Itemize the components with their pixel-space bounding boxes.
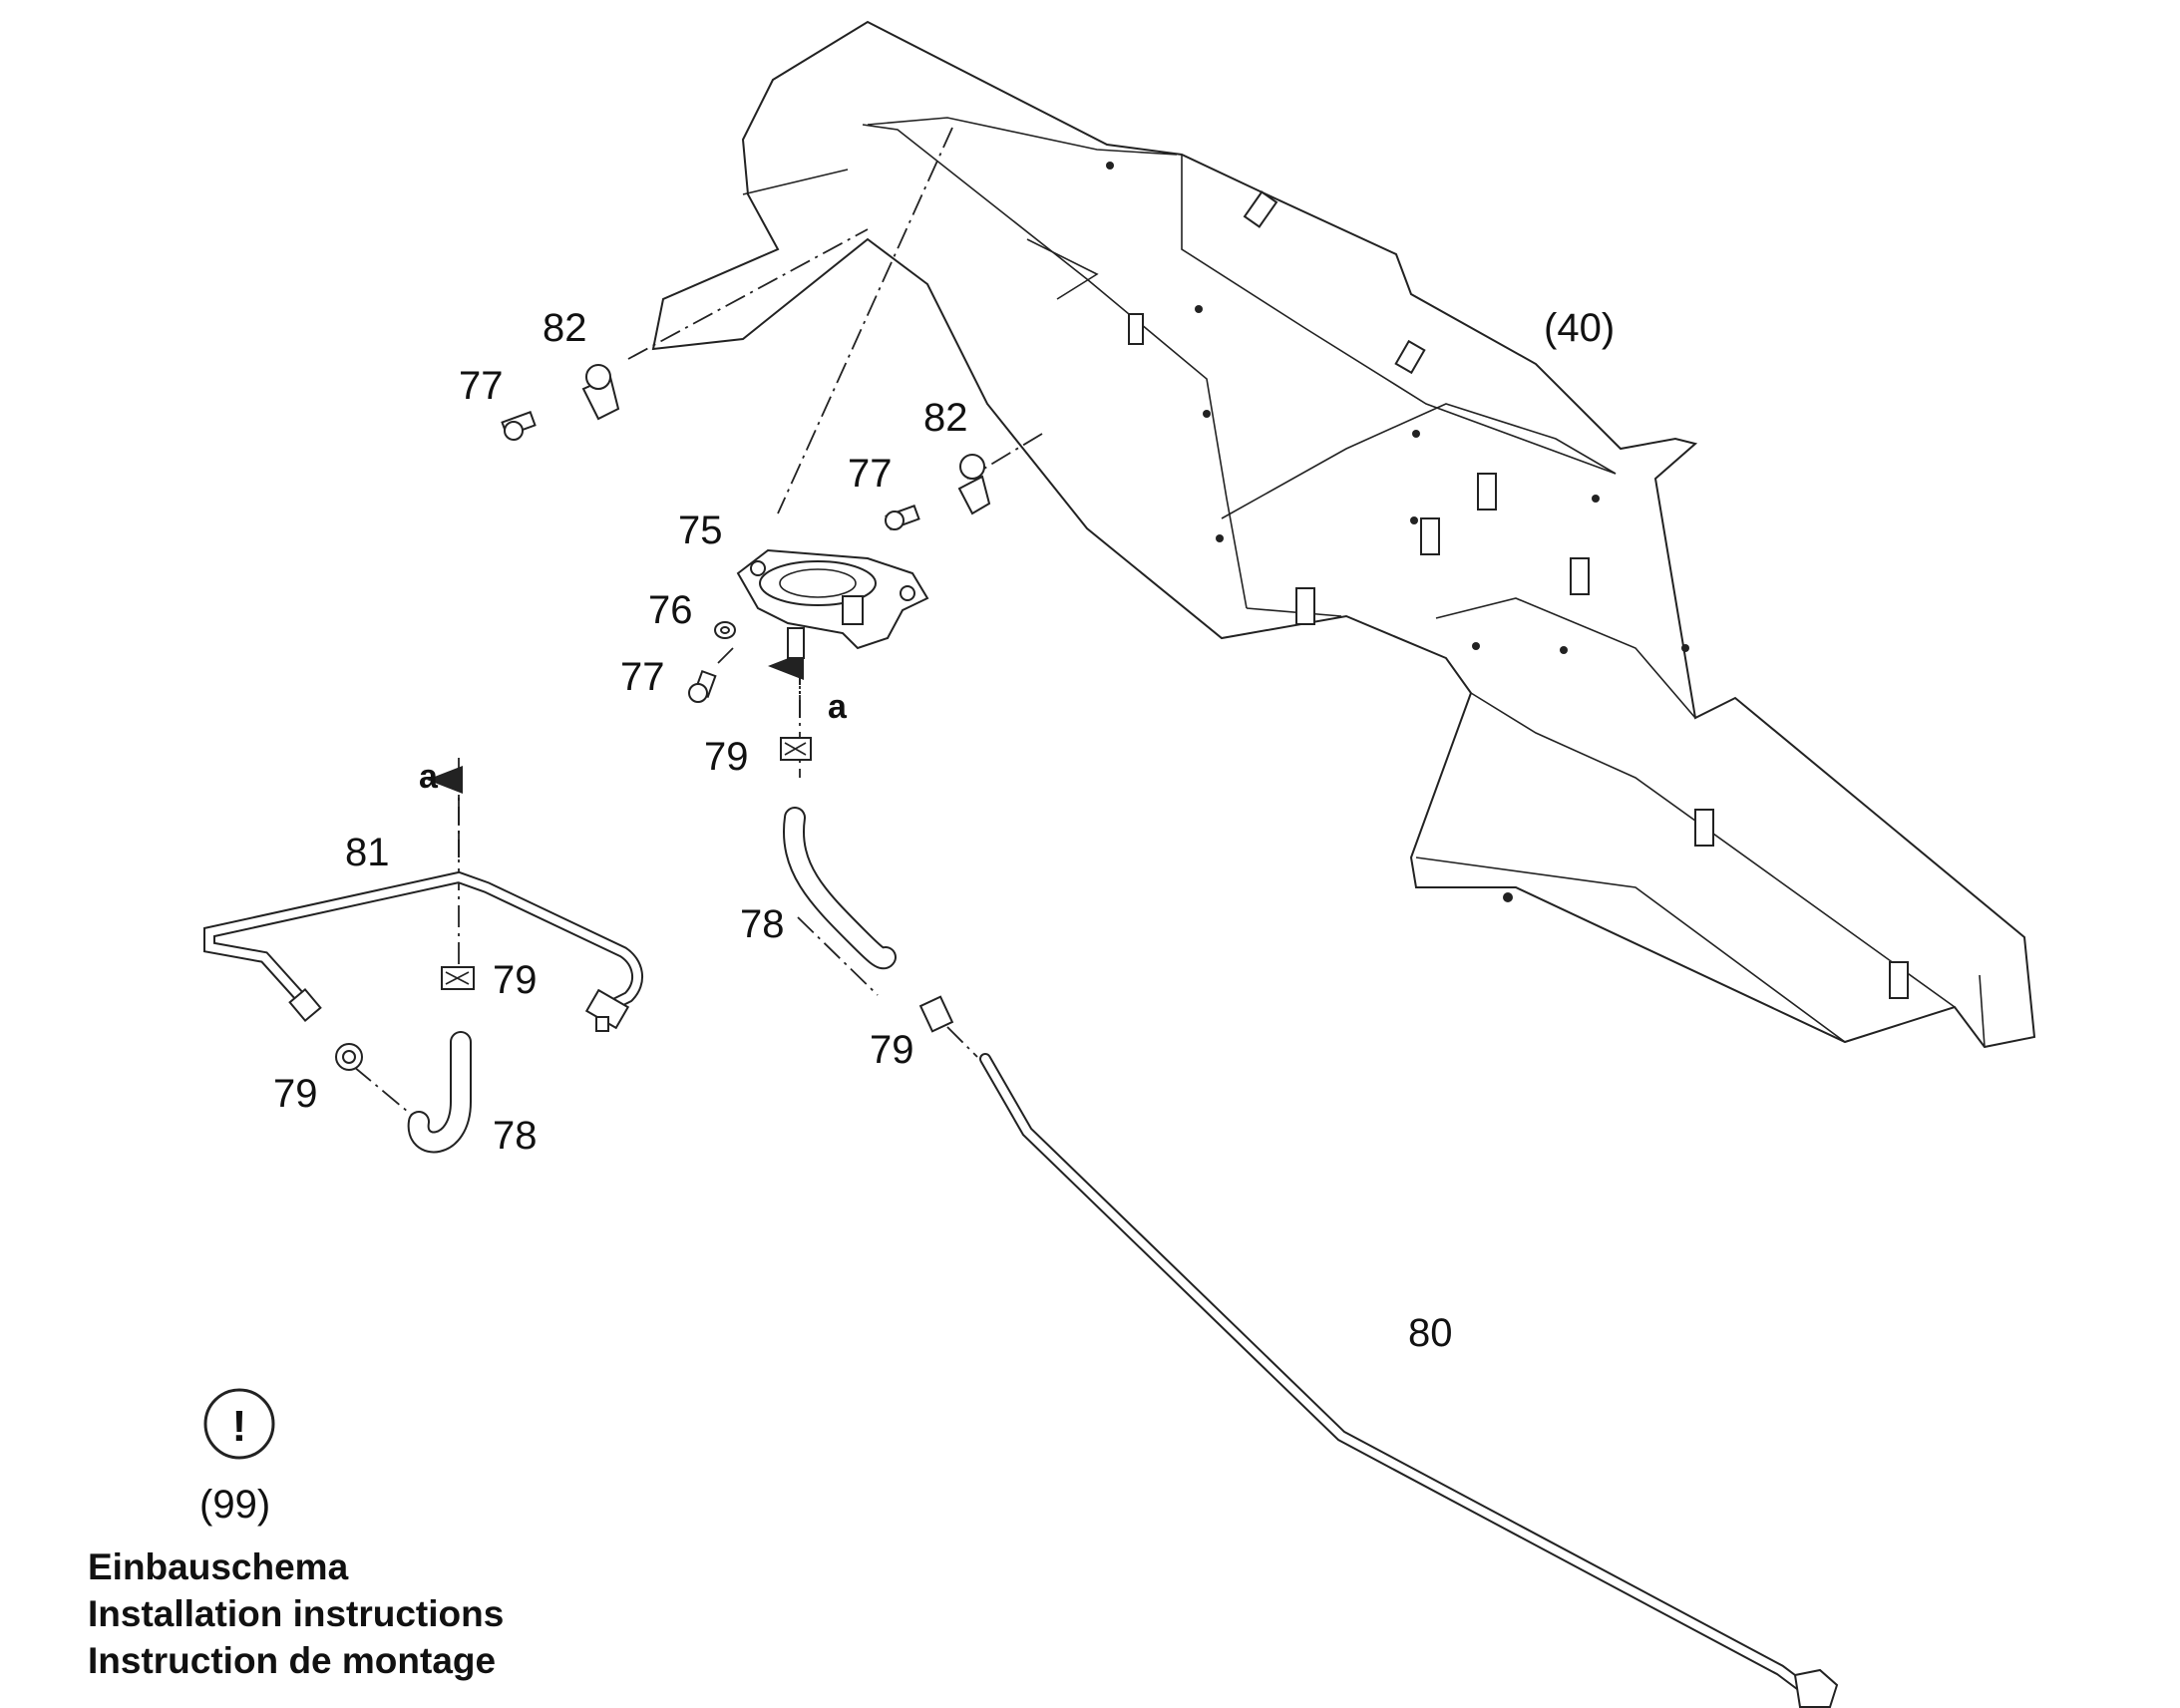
- hose-clip-79-c: [335, 1043, 363, 1071]
- hose-78-center: [783, 807, 897, 970]
- callout-99: (99): [199, 1483, 270, 1527]
- callout-75: 75: [678, 509, 723, 552]
- callout-79-top: 79: [704, 735, 749, 779]
- callout-79-center: 79: [870, 1028, 914, 1072]
- callout-78-left: 78: [493, 1114, 538, 1158]
- bolt-77-b: [885, 505, 920, 530]
- installation-legend: Einbauschema Installation instructions I…: [88, 1543, 504, 1684]
- pipe-80: [979, 1053, 1839, 1708]
- callout-40: (40): [1544, 306, 1615, 350]
- callout-82-right: 82: [923, 396, 968, 440]
- callout-79-left-upper: 79: [493, 958, 538, 1002]
- bolt-77-a: [501, 411, 537, 441]
- chassis-frame: [651, 20, 2036, 1049]
- callout-79-left-lower: 79: [273, 1072, 318, 1116]
- assembly-lines: [353, 127, 1043, 1118]
- clamp-82-right: [957, 454, 991, 515]
- mounting-studs: [1128, 190, 1909, 999]
- legend-line-french: Instruction de montage: [88, 1640, 497, 1681]
- arrow-label-a-right: a: [828, 688, 848, 726]
- callout-77-lower: 77: [620, 655, 665, 699]
- callout-77-top: 77: [459, 364, 504, 408]
- callout-76: 76: [648, 588, 693, 632]
- clamp-82-left: [581, 364, 620, 421]
- frame-holes: [1106, 162, 1689, 902]
- arrow-label-a-left: a: [419, 758, 439, 796]
- callout-78-center: 78: [740, 902, 785, 946]
- hose-clip-79-a: [780, 737, 812, 761]
- hose-78-left: [407, 1031, 472, 1154]
- pipe-81: [203, 870, 643, 1032]
- callout-82-left: 82: [543, 306, 587, 350]
- legend-line-german: Einbauschema: [88, 1546, 349, 1587]
- callout-81: 81: [345, 831, 390, 874]
- hose-clip-79-d: [918, 995, 954, 1033]
- washer-76: [714, 621, 736, 639]
- svg-text:!: !: [232, 1402, 247, 1451]
- callout-77-right: 77: [848, 452, 893, 496]
- hose-clip-79-b: [441, 966, 475, 990]
- legend-line-english: Installation instructions: [88, 1593, 505, 1634]
- valve-75: [736, 548, 929, 659]
- bolt-77-c: [688, 669, 717, 703]
- notice-icon: !: [203, 1388, 275, 1460]
- callout-80: 80: [1408, 1311, 1453, 1355]
